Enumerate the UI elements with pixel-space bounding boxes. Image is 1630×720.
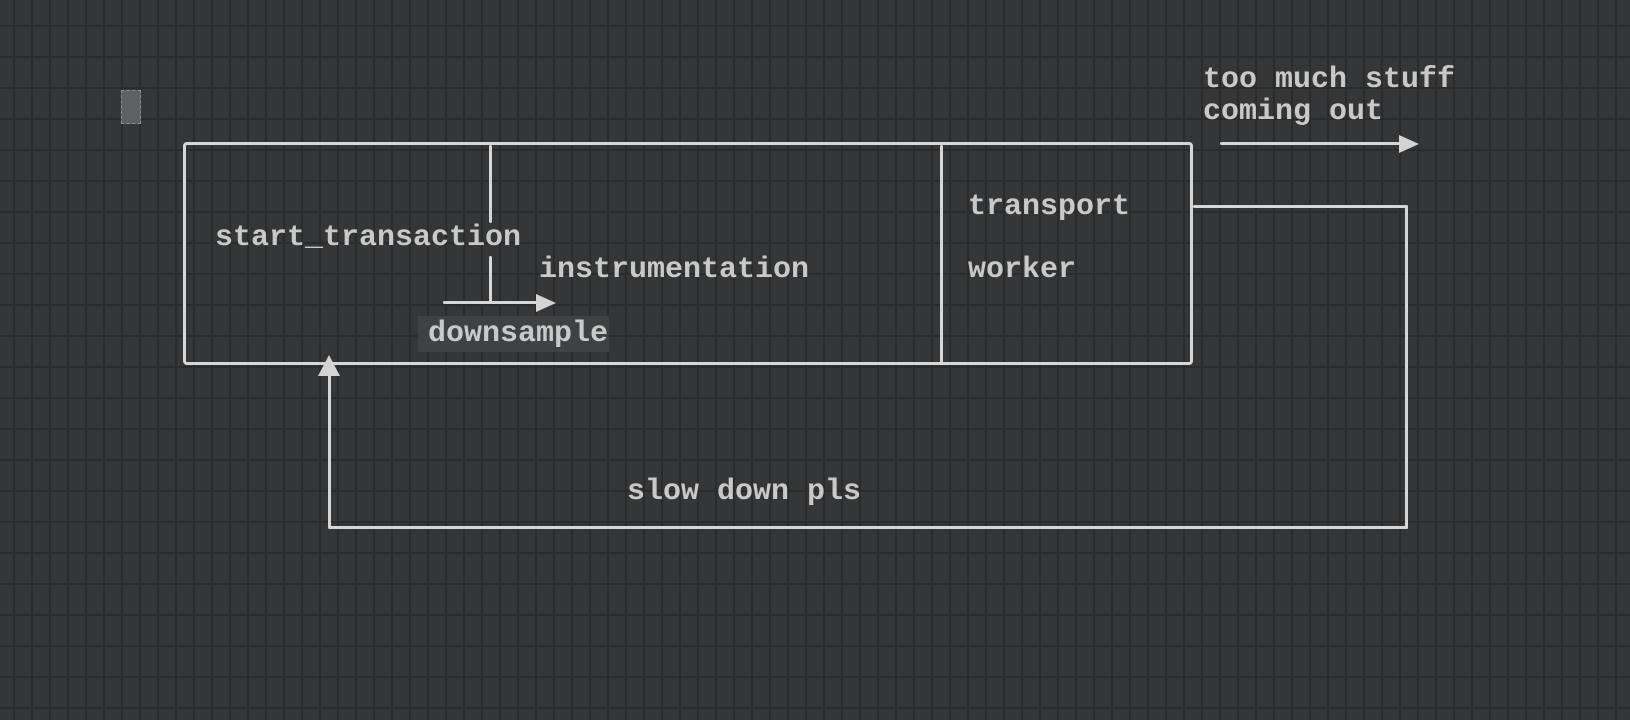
start-transaction-label[interactable]: start_transaction	[215, 221, 522, 255]
output-arrow-line[interactable]	[1220, 142, 1400, 145]
instrumentation-divider-lower[interactable]	[489, 256, 492, 303]
feedback-loop-exit-line[interactable]	[1193, 205, 1407, 208]
arrowhead-up-icon	[318, 355, 340, 376]
downsample-label-highlight	[418, 316, 609, 352]
feedback-loop-bottom-line[interactable]	[328, 526, 1408, 529]
feedback-annotation-label[interactable]: slow down pls	[627, 475, 862, 509]
transport-section-divider[interactable]	[940, 145, 943, 363]
transport-label[interactable]: transport	[968, 190, 1131, 224]
output-annotation-line1[interactable]: too much stuff	[1203, 63, 1456, 97]
text-cursor	[121, 90, 141, 124]
worker-label[interactable]: worker	[968, 253, 1077, 287]
instrumentation-divider-upper[interactable]	[489, 145, 492, 223]
arrowhead-right-icon	[1399, 135, 1419, 153]
arrowhead-right-icon	[536, 294, 556, 312]
downsample-arrow-line[interactable]	[443, 301, 538, 304]
instrumentation-label[interactable]: instrumentation	[539, 253, 810, 287]
feedback-loop-left-line[interactable]	[328, 374, 331, 528]
pipeline-box[interactable]	[183, 142, 1193, 365]
feedback-loop-right-line[interactable]	[1405, 205, 1408, 529]
downsample-label[interactable]: downsample	[428, 317, 609, 351]
output-annotation-line2[interactable]: coming out	[1203, 95, 1384, 129]
